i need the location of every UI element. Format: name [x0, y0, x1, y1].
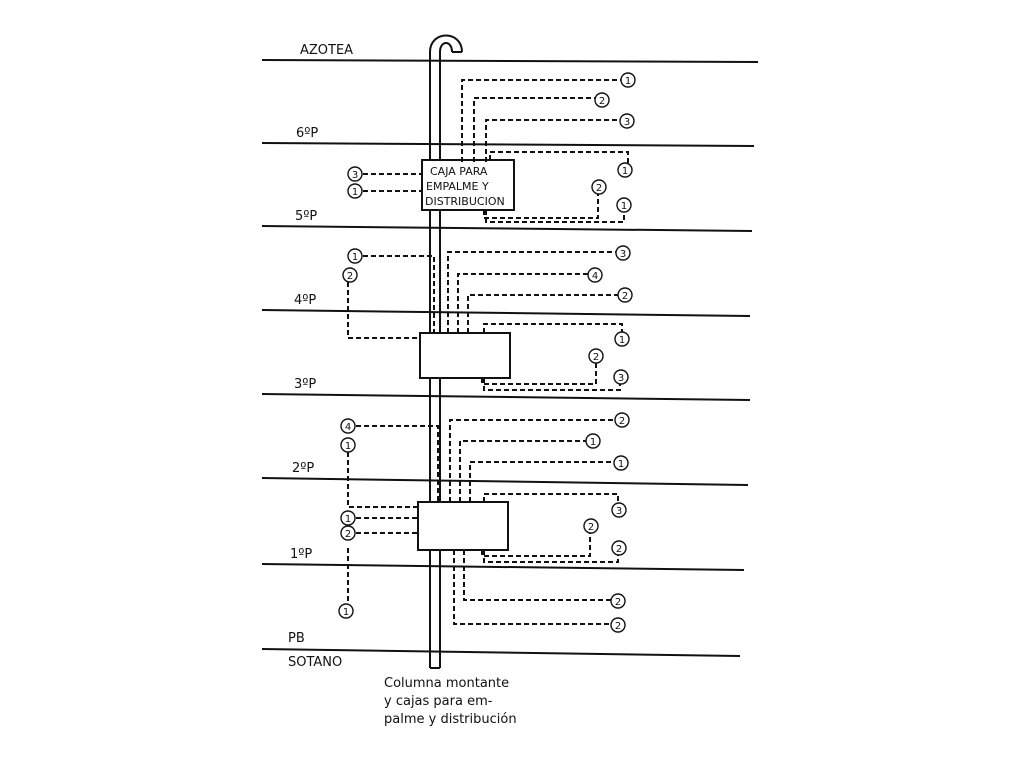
- outlet-marker: 1: [338, 603, 354, 619]
- floor-label-5p: 5ºP: [295, 209, 317, 224]
- outlet-marker: 3: [611, 502, 627, 518]
- junction-box-3p: [419, 332, 511, 379]
- outlet-label: 1: [622, 166, 628, 177]
- outlet-label: 4: [345, 422, 351, 433]
- outlet-label: 2: [596, 183, 602, 194]
- outlet-marker: 1: [617, 162, 633, 178]
- floor-line-2p: [261, 477, 749, 486]
- outlet-marker: 2: [583, 518, 599, 534]
- outlet-label: 2: [619, 416, 625, 427]
- outlet-label: 1: [352, 187, 358, 198]
- outlet-label: 2: [347, 271, 353, 282]
- outlet-label: 4: [592, 271, 598, 282]
- outlet-marker: 4: [340, 418, 356, 434]
- outlet-label: 1: [590, 437, 596, 448]
- outlet-marker: 2: [588, 348, 604, 364]
- outlet-label: 2: [615, 597, 621, 608]
- outlet-marker: 2: [591, 179, 607, 195]
- outlet-marker: 1: [613, 455, 629, 471]
- outlet-label: 2: [622, 291, 628, 302]
- floor-label-3p: 3ºP: [294, 377, 316, 392]
- outlet-label: 1: [352, 252, 358, 263]
- outlet-marker: 2: [614, 412, 630, 428]
- floor-line-4p: [261, 309, 751, 317]
- outlet-marker: 1: [340, 437, 356, 453]
- floor-label-azotea: AZOTEA: [300, 43, 353, 58]
- floor-label-2p: 2ºP: [292, 461, 314, 476]
- floor-label-4p: 4ºP: [294, 293, 316, 308]
- caption-line-2: y cajas para em-: [384, 694, 493, 709]
- outlet-marker: 3: [615, 245, 631, 261]
- outlet-label: 2: [345, 529, 351, 540]
- box-label-line-1: CAJA PARA: [430, 165, 488, 178]
- floor-label-6p: 6ºP: [296, 126, 318, 141]
- outlet-label: 1: [345, 514, 351, 525]
- outlet-marker: 2: [610, 593, 626, 609]
- outlet-marker: 2: [340, 525, 356, 541]
- outlet-marker: 2: [342, 267, 358, 283]
- outlet-label: 1: [618, 459, 624, 470]
- outlet-marker: 1: [347, 183, 363, 199]
- caption-line-1: Columna montante: [384, 676, 509, 691]
- outlet-marker: 1: [340, 510, 356, 526]
- outlet-label: 3: [620, 249, 626, 260]
- outlet-marker: 1: [616, 197, 632, 213]
- floor-label-1p: 1ºP: [290, 547, 312, 562]
- box-label-line-2: EMPALME Y: [426, 180, 489, 193]
- outlet-label: 3: [352, 170, 358, 181]
- junction-box-1p: [417, 501, 509, 551]
- outlet-label: 1: [343, 607, 349, 618]
- floor-label-pb: PB: [288, 631, 305, 646]
- outlet-label: 2: [615, 621, 621, 632]
- caption-line-3: palme y distribución: [384, 712, 517, 727]
- outlet-marker: 4: [587, 267, 603, 283]
- outlet-label: 1: [345, 441, 351, 452]
- outlet-marker: 1: [620, 72, 636, 88]
- outlet-label: 2: [593, 352, 599, 363]
- outlet-marker: 2: [594, 92, 610, 108]
- outlet-marker: 3: [347, 166, 363, 182]
- floor-line-3p: [261, 393, 751, 401]
- outlet-marker: 1: [614, 331, 630, 347]
- outlet-label: 3: [616, 506, 622, 517]
- outlet-label: 2: [599, 96, 605, 107]
- floor-line-azotea: [261, 59, 759, 63]
- outlet-label: 1: [619, 335, 625, 346]
- outlet-label: 3: [618, 373, 624, 384]
- outlet-label: 3: [624, 117, 630, 128]
- outlet-label: 2: [616, 544, 622, 555]
- outlet-marker: 2: [610, 617, 626, 633]
- outlet-marker: 2: [611, 540, 627, 556]
- floor-line-5p: [261, 225, 753, 232]
- box-label-line-3: DISTRIBUCION: [425, 195, 505, 208]
- outlet-marker: 3: [619, 113, 635, 129]
- outlet-label: 1: [625, 76, 631, 87]
- outlet-label: 2: [588, 522, 594, 533]
- floor-label-sotano: SOTANO: [288, 655, 342, 670]
- outlet-marker: 3: [613, 369, 629, 385]
- outlet-marker: 1: [347, 248, 363, 264]
- floor-line-1p: [261, 563, 745, 571]
- outlet-marker: 2: [617, 287, 633, 303]
- outlet-label: 1: [621, 201, 627, 212]
- branch-lines: [347, 79, 629, 625]
- outlet-marker: 1: [585, 433, 601, 449]
- junction-box-5p: CAJA PARA EMPALME Y DISTRIBUCION: [421, 159, 515, 211]
- outlet-markers: 1 2 3 1 3 1 2 1 1 2 3 4 2 1 2 3 4 1 2 1 …: [338, 72, 636, 633]
- floor-line-pb: [261, 648, 741, 657]
- floor-line-6p: [261, 142, 755, 147]
